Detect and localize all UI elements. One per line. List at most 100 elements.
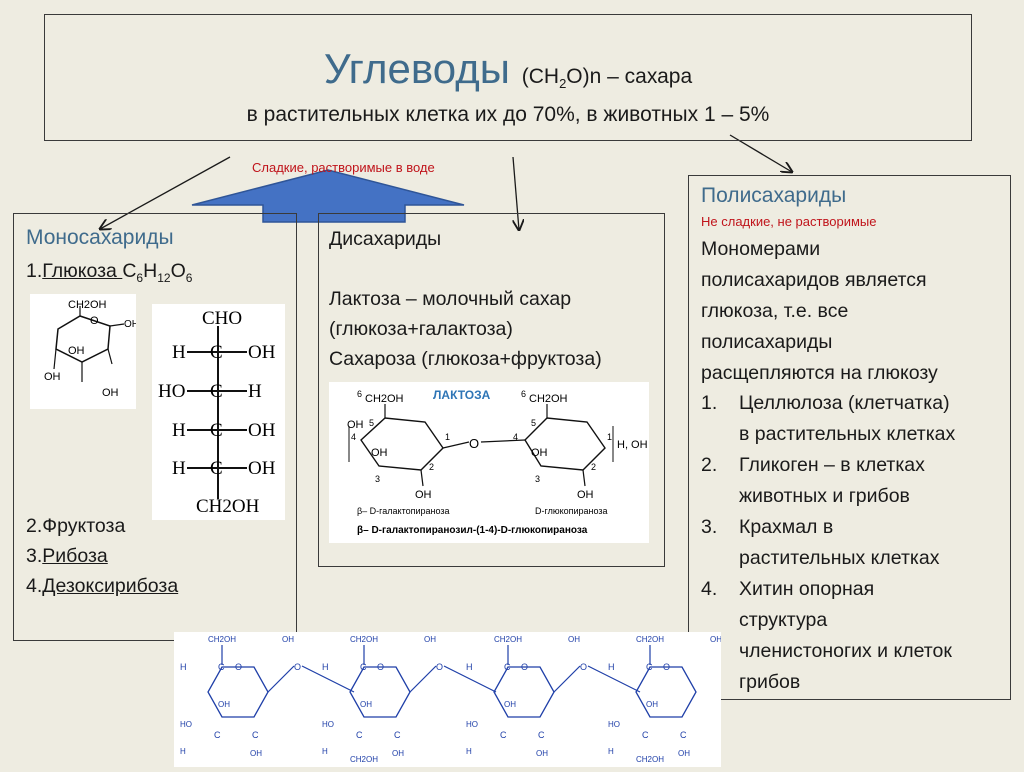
polymer-ring: [349, 666, 411, 718]
polymer-c: C: [504, 662, 511, 672]
polymer-h: H: [322, 662, 329, 672]
chain-label-oh-3: OH: [248, 420, 276, 441]
lac-label-oh-b: OH: [371, 447, 388, 459]
mono-box: Моносахариды 1.Глюкоза C6H12O6 CH2OH O O…: [13, 213, 297, 641]
polymer-link-o: O: [294, 662, 301, 672]
polymer-ring-o: O: [663, 662, 670, 672]
polymer-ho: HO: [608, 720, 620, 729]
polymer-link: [267, 665, 295, 693]
chain-label-c-4: C: [210, 458, 223, 479]
polymer-link-o: O: [580, 662, 587, 672]
polymer-oh-low: OH: [250, 749, 262, 758]
poly-intro-2: полисахаридов является: [701, 269, 927, 291]
mono-item-deoxyribose: 4.Дезоксирибоза: [26, 575, 179, 597]
chain-label-h-2: H: [248, 381, 262, 402]
polymer-oh-low: OH: [392, 749, 404, 758]
chain-label-h-3: H: [172, 420, 186, 441]
polymer-ho: HO: [466, 720, 478, 729]
lac-left-caption: β– D-галактопираноза: [357, 506, 450, 516]
lac-label-oh-a: OH: [347, 419, 364, 431]
lac-label-oh-d: OH: [531, 447, 548, 459]
polymer-ch2oh-top: CH2OH: [350, 635, 378, 644]
title-box: Углеводы (CH2O)n – сахара в растительных…: [44, 14, 972, 141]
polymer-link: [409, 665, 437, 693]
title-formula: (CH2O)n – сахара: [521, 65, 693, 92]
poly-intro-5: расщепляются на глюкозу: [701, 362, 938, 384]
lactose-drawing: ЛАКТОЗА 6 CH2OH 5 4 OH 3 2 1 OH OH O 6 C…: [347, 388, 648, 536]
polymer-ring-o: O: [235, 662, 242, 672]
polymer-c-low2: C: [394, 730, 401, 740]
chain-label-h-1: H: [172, 342, 186, 363]
polymer-c-low2: C: [538, 730, 545, 740]
polymer-link: [301, 665, 355, 693]
polymer-h-low: H: [322, 747, 328, 756]
chain-label-c-1: C: [210, 342, 223, 363]
poly-heading: Полисахариды: [701, 184, 847, 207]
title-subtitle: в растительных клетка их до 70%, в живот…: [246, 103, 770, 126]
glucose-ring-image: CH2OH O OH OH OH OH: [30, 294, 139, 409]
polymer-ring-o: O: [377, 662, 384, 672]
polymer-oh-top: OH: [282, 635, 294, 644]
lactose-image: ЛАКТОЗА 6 CH2OH 5 4 OH 3 2 1 OH OH O 6 C…: [329, 382, 649, 543]
poly-box: Полисахариды Не сладкие, не растворимые …: [688, 175, 1011, 700]
polymer-oh-top: OH: [568, 635, 580, 644]
polymer-c: C: [646, 662, 653, 672]
polymer-ch2oh-bottom: CH2OH: [636, 755, 664, 764]
chain-label-oh-1: OH: [248, 342, 276, 363]
polymer-ho: HO: [180, 720, 192, 729]
polymer-h: H: [608, 662, 615, 672]
chain-label-h-4: H: [172, 458, 186, 479]
polymer-ch2oh-top: CH2OH: [208, 635, 236, 644]
chain-label-oh-4: OH: [248, 458, 276, 479]
polymer-oh-low: OH: [536, 749, 548, 758]
lac-label-6a: 6: [357, 389, 362, 399]
polymer-oh-top: OH: [710, 635, 721, 644]
polymer-oh-mid: OH: [504, 700, 516, 709]
lac-label-3b: 3: [535, 474, 540, 484]
polymer-link: [553, 665, 581, 693]
ring-label-oh-2: OH: [68, 345, 85, 357]
lac-label-5b: 5: [531, 418, 536, 428]
chain-label-ch2oh: CH2OH: [196, 496, 260, 517]
lac-label-oh-c: OH: [415, 489, 432, 501]
poly-note: Не сладкие, не растворимые: [701, 214, 877, 229]
polymer-h-low: H: [180, 747, 186, 756]
polymer-c-low2: C: [252, 730, 259, 740]
polymer-oh-low: OH: [678, 749, 690, 758]
arrow-to-poly: [729, 134, 792, 172]
lac-label-2b: 2: [591, 462, 596, 472]
polymer-c-low2: C: [680, 730, 687, 740]
lac-label-1a: 1: [445, 432, 450, 442]
poly-list: 1. Целлюлоза (клетчатка)в растительных к…: [701, 388, 1001, 698]
mono-item-ribose: 3.Рибоза: [26, 545, 108, 567]
ring-label-o: O: [90, 315, 99, 327]
di-lactose-parts: (глюкоза+галактоза): [329, 318, 513, 340]
page-title: Углеводы: [323, 45, 510, 92]
polymer-h: H: [180, 662, 187, 672]
polymer-ho: HO: [322, 720, 334, 729]
chain-label-cho: CHO: [202, 308, 242, 329]
mono-item-glucose: 1.Глюкоза C6H12O6: [26, 260, 193, 285]
lac-label-4a: 4: [351, 432, 356, 442]
polymer-oh-top: OH: [424, 635, 436, 644]
glucose-chain-image: CHO H C OH HO C H H C OH H C OH CH2OH: [152, 304, 285, 520]
lac-label-3a: 3: [375, 474, 380, 484]
mono-item-fructose: 2.Фруктоза: [26, 515, 126, 537]
polymer-link: [587, 665, 641, 693]
poly-intro-1: Мономерами: [701, 238, 821, 260]
poly-intro-3: глюкоза, т.е. все: [701, 300, 849, 322]
lac-label-ch2oh-b: CH2OH: [529, 393, 568, 405]
lac-label-4b: 4: [513, 432, 518, 442]
polymer-c: C: [218, 662, 225, 672]
polymer-ch2oh-bottom: CH2OH: [350, 755, 378, 764]
poly-item-cellulose: 1. Целлюлоза (клетчатка)в растительных к…: [701, 392, 956, 445]
polymer-c-low: C: [214, 730, 221, 740]
polymer-h: H: [466, 662, 473, 672]
polymer-ring: [635, 666, 697, 718]
sweet-note: Сладкие, растворимые в воде: [252, 160, 435, 175]
polymer-ch2oh-top: CH2OH: [636, 635, 664, 644]
lac-right-caption: D-глюкопираноза: [535, 506, 608, 516]
